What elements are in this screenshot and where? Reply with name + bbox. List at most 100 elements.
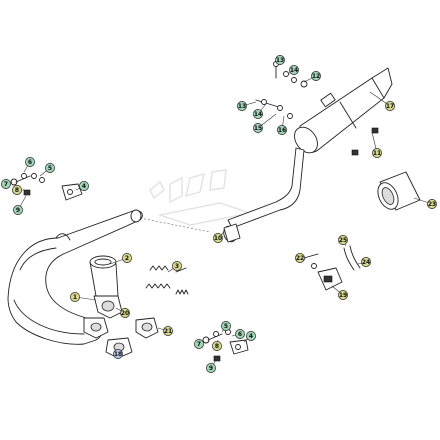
callout-label: 5 xyxy=(48,165,52,172)
callout-circle xyxy=(206,363,216,373)
flange-gasket-lower[interactable] xyxy=(83,317,109,339)
callout-label: 20 xyxy=(121,310,129,317)
callout-circle xyxy=(246,331,256,341)
callout-6[interactable]: 6 xyxy=(235,329,245,339)
silencer[interactable] xyxy=(290,67,393,157)
callout-label: 4 xyxy=(249,333,253,340)
callout-label: 3 xyxy=(175,263,179,270)
callout-5[interactable]: 5 xyxy=(45,163,55,173)
callout-7[interactable]: 7 xyxy=(194,339,204,349)
callout-circle xyxy=(113,349,123,359)
end-cap[interactable] xyxy=(374,171,421,212)
callout-circle xyxy=(70,292,80,302)
silencer-bolt-set[interactable] xyxy=(255,61,379,156)
callout-label: 23 xyxy=(428,201,436,208)
callout-circle xyxy=(361,257,371,267)
callout-14[interactable]: 14 xyxy=(253,109,263,119)
callout-label: 7 xyxy=(197,341,201,348)
callout-circle xyxy=(237,101,247,111)
callout-circle xyxy=(13,205,23,215)
callout-label: 7 xyxy=(4,181,8,188)
callout-16[interactable]: 16 xyxy=(277,125,287,135)
callout-circle xyxy=(25,157,35,167)
callout-circle xyxy=(427,199,437,209)
callout-circle xyxy=(122,253,132,263)
callout-label: 17 xyxy=(386,103,394,110)
callout-label: 25 xyxy=(339,237,347,244)
callout-4[interactable]: 4 xyxy=(79,181,89,191)
callout-label: 1 xyxy=(73,294,77,301)
flange-gasket-right[interactable] xyxy=(135,317,159,339)
callout-24[interactable]: 24 xyxy=(361,257,371,267)
callout-14[interactable]: 14 xyxy=(289,65,299,75)
callout-circle xyxy=(295,253,305,263)
callout-1[interactable]: 1 xyxy=(70,292,80,302)
callout-label: 16 xyxy=(278,127,286,134)
callout-circle xyxy=(1,179,11,189)
callout-9[interactable]: 9 xyxy=(206,363,216,373)
callout-21[interactable]: 21 xyxy=(163,326,173,336)
callout-8[interactable]: 8 xyxy=(212,341,222,351)
callout-circle xyxy=(120,308,130,318)
callout-17[interactable]: 17 xyxy=(385,101,395,111)
callout-15[interactable]: 15 xyxy=(253,123,263,133)
callout-22[interactable]: 22 xyxy=(295,253,305,263)
callout-circle xyxy=(12,185,22,195)
callout-circle xyxy=(311,71,321,81)
callout-7[interactable]: 7 xyxy=(1,179,11,189)
callout-5[interactable]: 5 xyxy=(221,321,231,331)
left-bolt-set[interactable] xyxy=(10,173,83,201)
callout-label: 4 xyxy=(82,183,86,190)
callout-2[interactable]: 2 xyxy=(122,253,132,263)
flange-plate[interactable] xyxy=(105,337,133,359)
callout-circle xyxy=(253,123,263,133)
callout-circle xyxy=(277,125,287,135)
mid-pipe[interactable] xyxy=(222,147,305,244)
callout-8[interactable]: 8 xyxy=(12,185,22,195)
callout-4[interactable]: 4 xyxy=(246,331,256,341)
callout-12[interactable]: 12 xyxy=(311,71,321,81)
callout-13[interactable]: 13 xyxy=(237,101,247,111)
springs[interactable] xyxy=(145,265,189,295)
callout-23[interactable]: 23 xyxy=(427,199,437,209)
callout-3[interactable]: 3 xyxy=(172,261,182,271)
header-pipe[interactable] xyxy=(7,209,211,345)
callout-20[interactable]: 20 xyxy=(120,308,130,318)
callout-label: 2 xyxy=(125,255,129,262)
callout-circle xyxy=(79,181,89,191)
callout-label: 15 xyxy=(254,125,262,132)
callout-label: 8 xyxy=(215,343,219,350)
callout-label: 24 xyxy=(362,259,370,266)
callout-circle xyxy=(212,341,222,351)
callout-label: 8 xyxy=(15,187,19,194)
callout-10[interactable]: 10 xyxy=(213,233,223,243)
callout-label: 13 xyxy=(276,57,284,64)
callout-label: 11 xyxy=(373,150,381,157)
callout-label: 22 xyxy=(296,255,304,262)
callout-label: 6 xyxy=(28,159,32,166)
callout-circle xyxy=(213,233,223,243)
callout-25[interactable]: 25 xyxy=(338,235,348,245)
callout-circle xyxy=(372,148,382,158)
callout-label: 9 xyxy=(209,365,213,372)
callout-13[interactable]: 13 xyxy=(275,55,285,65)
callout-label: 12 xyxy=(312,73,320,80)
callout-circle xyxy=(253,109,263,119)
callout-11[interactable]: 11 xyxy=(372,148,382,158)
callout-circle xyxy=(338,235,348,245)
callout-label: 5 xyxy=(224,323,228,330)
callout-circle xyxy=(45,163,55,173)
callout-label: 9 xyxy=(16,207,20,214)
callout-circle xyxy=(275,55,285,65)
callout-label: 14 xyxy=(254,111,262,118)
flange-gasket-upper[interactable] xyxy=(93,295,123,319)
callout-circle xyxy=(221,321,231,331)
callout-19[interactable]: 19 xyxy=(338,290,348,300)
callout-6[interactable]: 6 xyxy=(25,157,35,167)
callout-18[interactable]: 18 xyxy=(113,349,123,359)
callout-label: 14 xyxy=(290,67,298,74)
watermark-logo xyxy=(149,169,253,226)
bracket-assembly[interactable] xyxy=(303,245,361,291)
callout-9[interactable]: 9 xyxy=(13,205,23,215)
